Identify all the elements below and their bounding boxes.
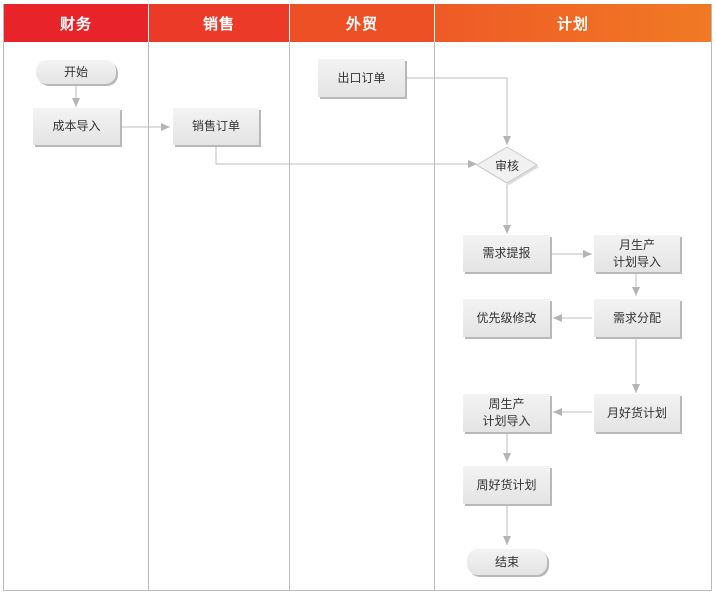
demand-report-label: 需求提报 [482,246,531,260]
export-order-label: 出口订单 [337,70,386,85]
edge-sales-order-to-review [215,146,477,168]
weekly-plan-import-node: 周生产 计划导入 [463,394,550,432]
lane-divider-1 [148,42,149,591]
monthly-good-plan-node: 月好货计划 [594,394,680,432]
lane-header-sales: 销售 [149,4,289,42]
monthly-plan-import-node: 月生产 计划导入 [594,235,680,272]
demand-report-node: 需求提报 [463,235,550,272]
end-label: 结束 [494,554,519,569]
weekly-plan-import-label: 周生产 计划导入 [482,397,531,428]
sales-order-label: 销售订单 [191,119,240,133]
lane-header-planning: 计划 [435,4,711,42]
sales-order-node: 销售订单 [173,108,259,145]
priority-edit-label: 优先级修改 [476,310,537,325]
monthly-good-plan-label: 月好货计划 [606,405,667,420]
lane-divider-3 [434,42,435,591]
review-label: 审核 [494,159,519,173]
edge-export-order-to-review [406,77,511,145]
priority-edit-node: 优先级修改 [463,299,550,337]
cost-import-node: 成本导入 [33,108,120,145]
cost-import-label: 成本导入 [52,119,101,133]
monthly-plan-import-label: 月生产 计划导入 [612,237,661,269]
weekly-good-plan-label: 周好货计划 [476,477,537,492]
lane-divider-2 [289,42,290,591]
lane-header-foreign-trade: 外贸 [290,4,434,42]
start-label: 开始 [63,64,88,79]
weekly-good-plan-node: 周好货计划 [463,466,550,504]
start-node: 开始 [36,60,116,84]
lane-header-finance: 财务 [4,4,148,42]
demand-allocation-label: 需求分配 [612,310,661,325]
export-order-node: 出口订单 [318,59,405,97]
demand-allocation-node: 需求分配 [594,299,680,337]
end-node: 结束 [467,549,547,575]
